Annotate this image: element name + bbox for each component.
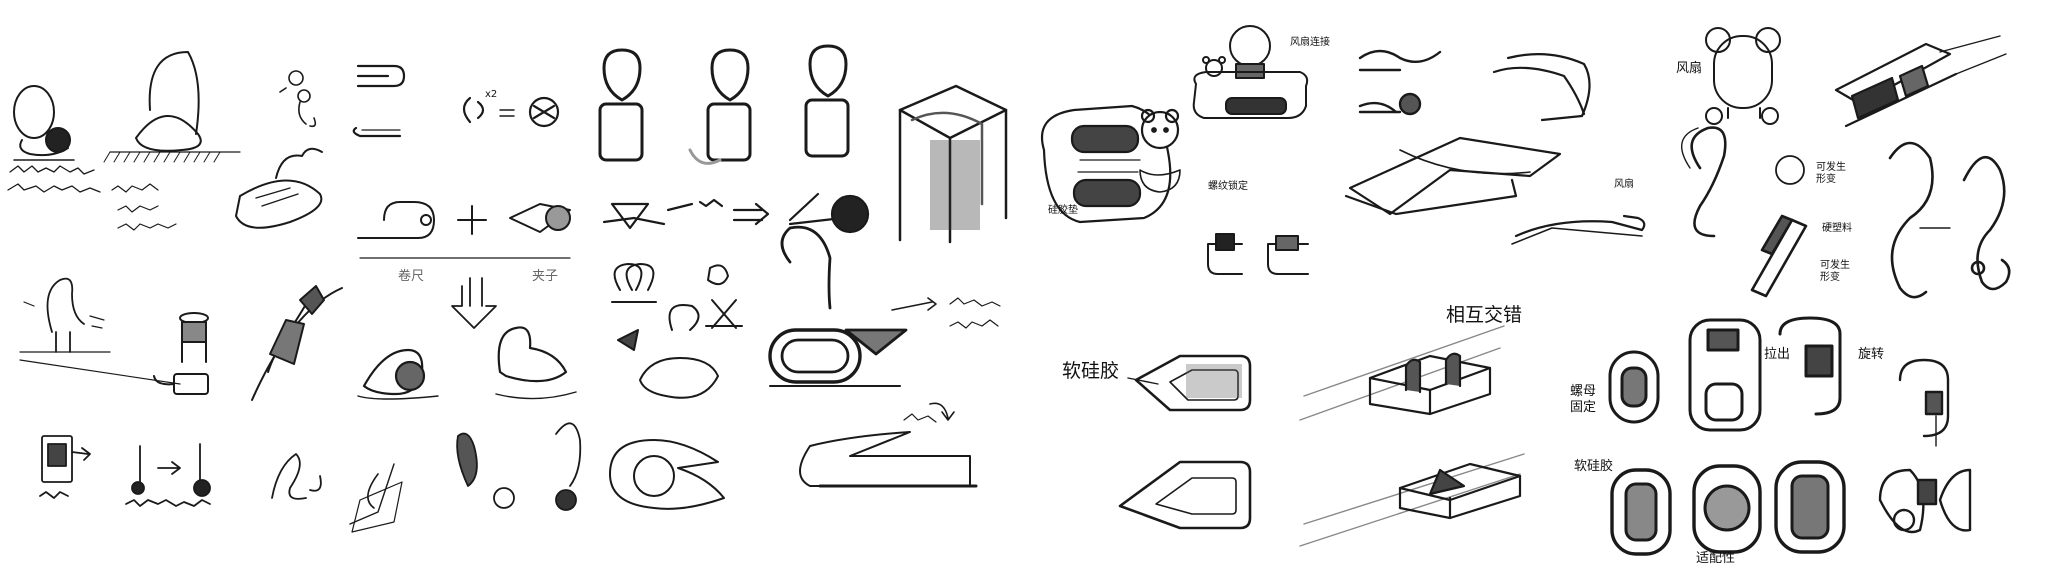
- label-silicone-2: 软硅胶: [1574, 459, 1614, 474]
- sketch-dome-clip: [103, 51, 241, 163]
- sketch-branch-clip: [251, 285, 343, 401]
- sketch-fan-clip-small: [1192, 25, 1309, 119]
- sketch-handwritten-notes-1: [7, 165, 101, 193]
- label-tape-measure: 卷尺: [398, 269, 425, 284]
- label-deform-2: 可发生 形变: [1820, 260, 1850, 283]
- label-screw-lock: 螺纹锁定: [1208, 181, 1248, 192]
- label-interlock: 相互交错: [1446, 304, 1523, 326]
- label-rotate: 旋转: [1858, 347, 1885, 362]
- sketch-result-clips: [357, 326, 577, 400]
- label-silicone-pad: 硅胶垫: [1048, 205, 1078, 216]
- sketch-small-figure: [279, 70, 317, 128]
- sketch-clip-arrow-sequence: [602, 192, 870, 234]
- label-pull-out: 拉出: [1764, 347, 1791, 362]
- sketch-bent-metal-clip: [1344, 53, 1646, 245]
- sketch-hook-row: [271, 422, 582, 533]
- sketch-roll-clip: [768, 225, 955, 421]
- sketch-screw-clips-small: [1207, 233, 1309, 275]
- label-clip: 夹子: [532, 269, 559, 284]
- label-hard-plastic: 硬塑料: [1822, 223, 1852, 234]
- sketch-bear-fan: [1705, 27, 1781, 125]
- sketch-ring-clips-row: [598, 44, 850, 165]
- label-adaptability: 适配性: [1696, 551, 1736, 566]
- label-fan-connect: 风扇连接: [1290, 37, 1330, 48]
- sketch-s-hooks: [1681, 126, 2011, 299]
- sketch-down-arrow: [451, 277, 497, 329]
- sketch-lamp-desk: [13, 85, 75, 161]
- sketch-rounded-rect-clips: [1608, 316, 1846, 556]
- label-fan-1: 风扇: [1676, 61, 1703, 76]
- sketch-handwritten-notes-3: [903, 297, 1001, 423]
- sketch-interlocking-clips: [1299, 325, 1525, 547]
- label-silicone: 软硅胶: [1062, 360, 1120, 382]
- sketch-post-clamp: [153, 312, 209, 395]
- sketch-bottom-rings: [609, 431, 978, 510]
- sketch-misc-doodles: [611, 263, 743, 399]
- sketch-bird-on-branch: [19, 277, 181, 385]
- sketch-hairclip-set-top: [352, 64, 560, 138]
- sketch-container-with-note: [39, 435, 91, 499]
- sketch-fan-clip-large: [1040, 104, 1181, 224]
- label-nut-fix: 螺母 固定: [1570, 384, 1597, 416]
- sketch-wave-wire: [1358, 49, 1442, 116]
- sketch-side-clips: [1878, 358, 1972, 534]
- label-fan-2: 风扇: [1614, 179, 1634, 190]
- sketch-pendulum-pair: [125, 443, 211, 507]
- sketch-box-clip-3d: [898, 84, 1008, 244]
- sketch-perspective-clip: [235, 147, 323, 229]
- sketch-handwritten-notes-2: [111, 183, 177, 231]
- sketch-cylindrical-clip: [1834, 35, 2007, 128]
- sketch-tape-plus-clip: [357, 201, 571, 259]
- label-note-x2: x2: [485, 89, 498, 100]
- sketch-silicone-clips: [1118, 354, 1252, 530]
- label-deform-1: 可发生 形变: [1816, 162, 1846, 185]
